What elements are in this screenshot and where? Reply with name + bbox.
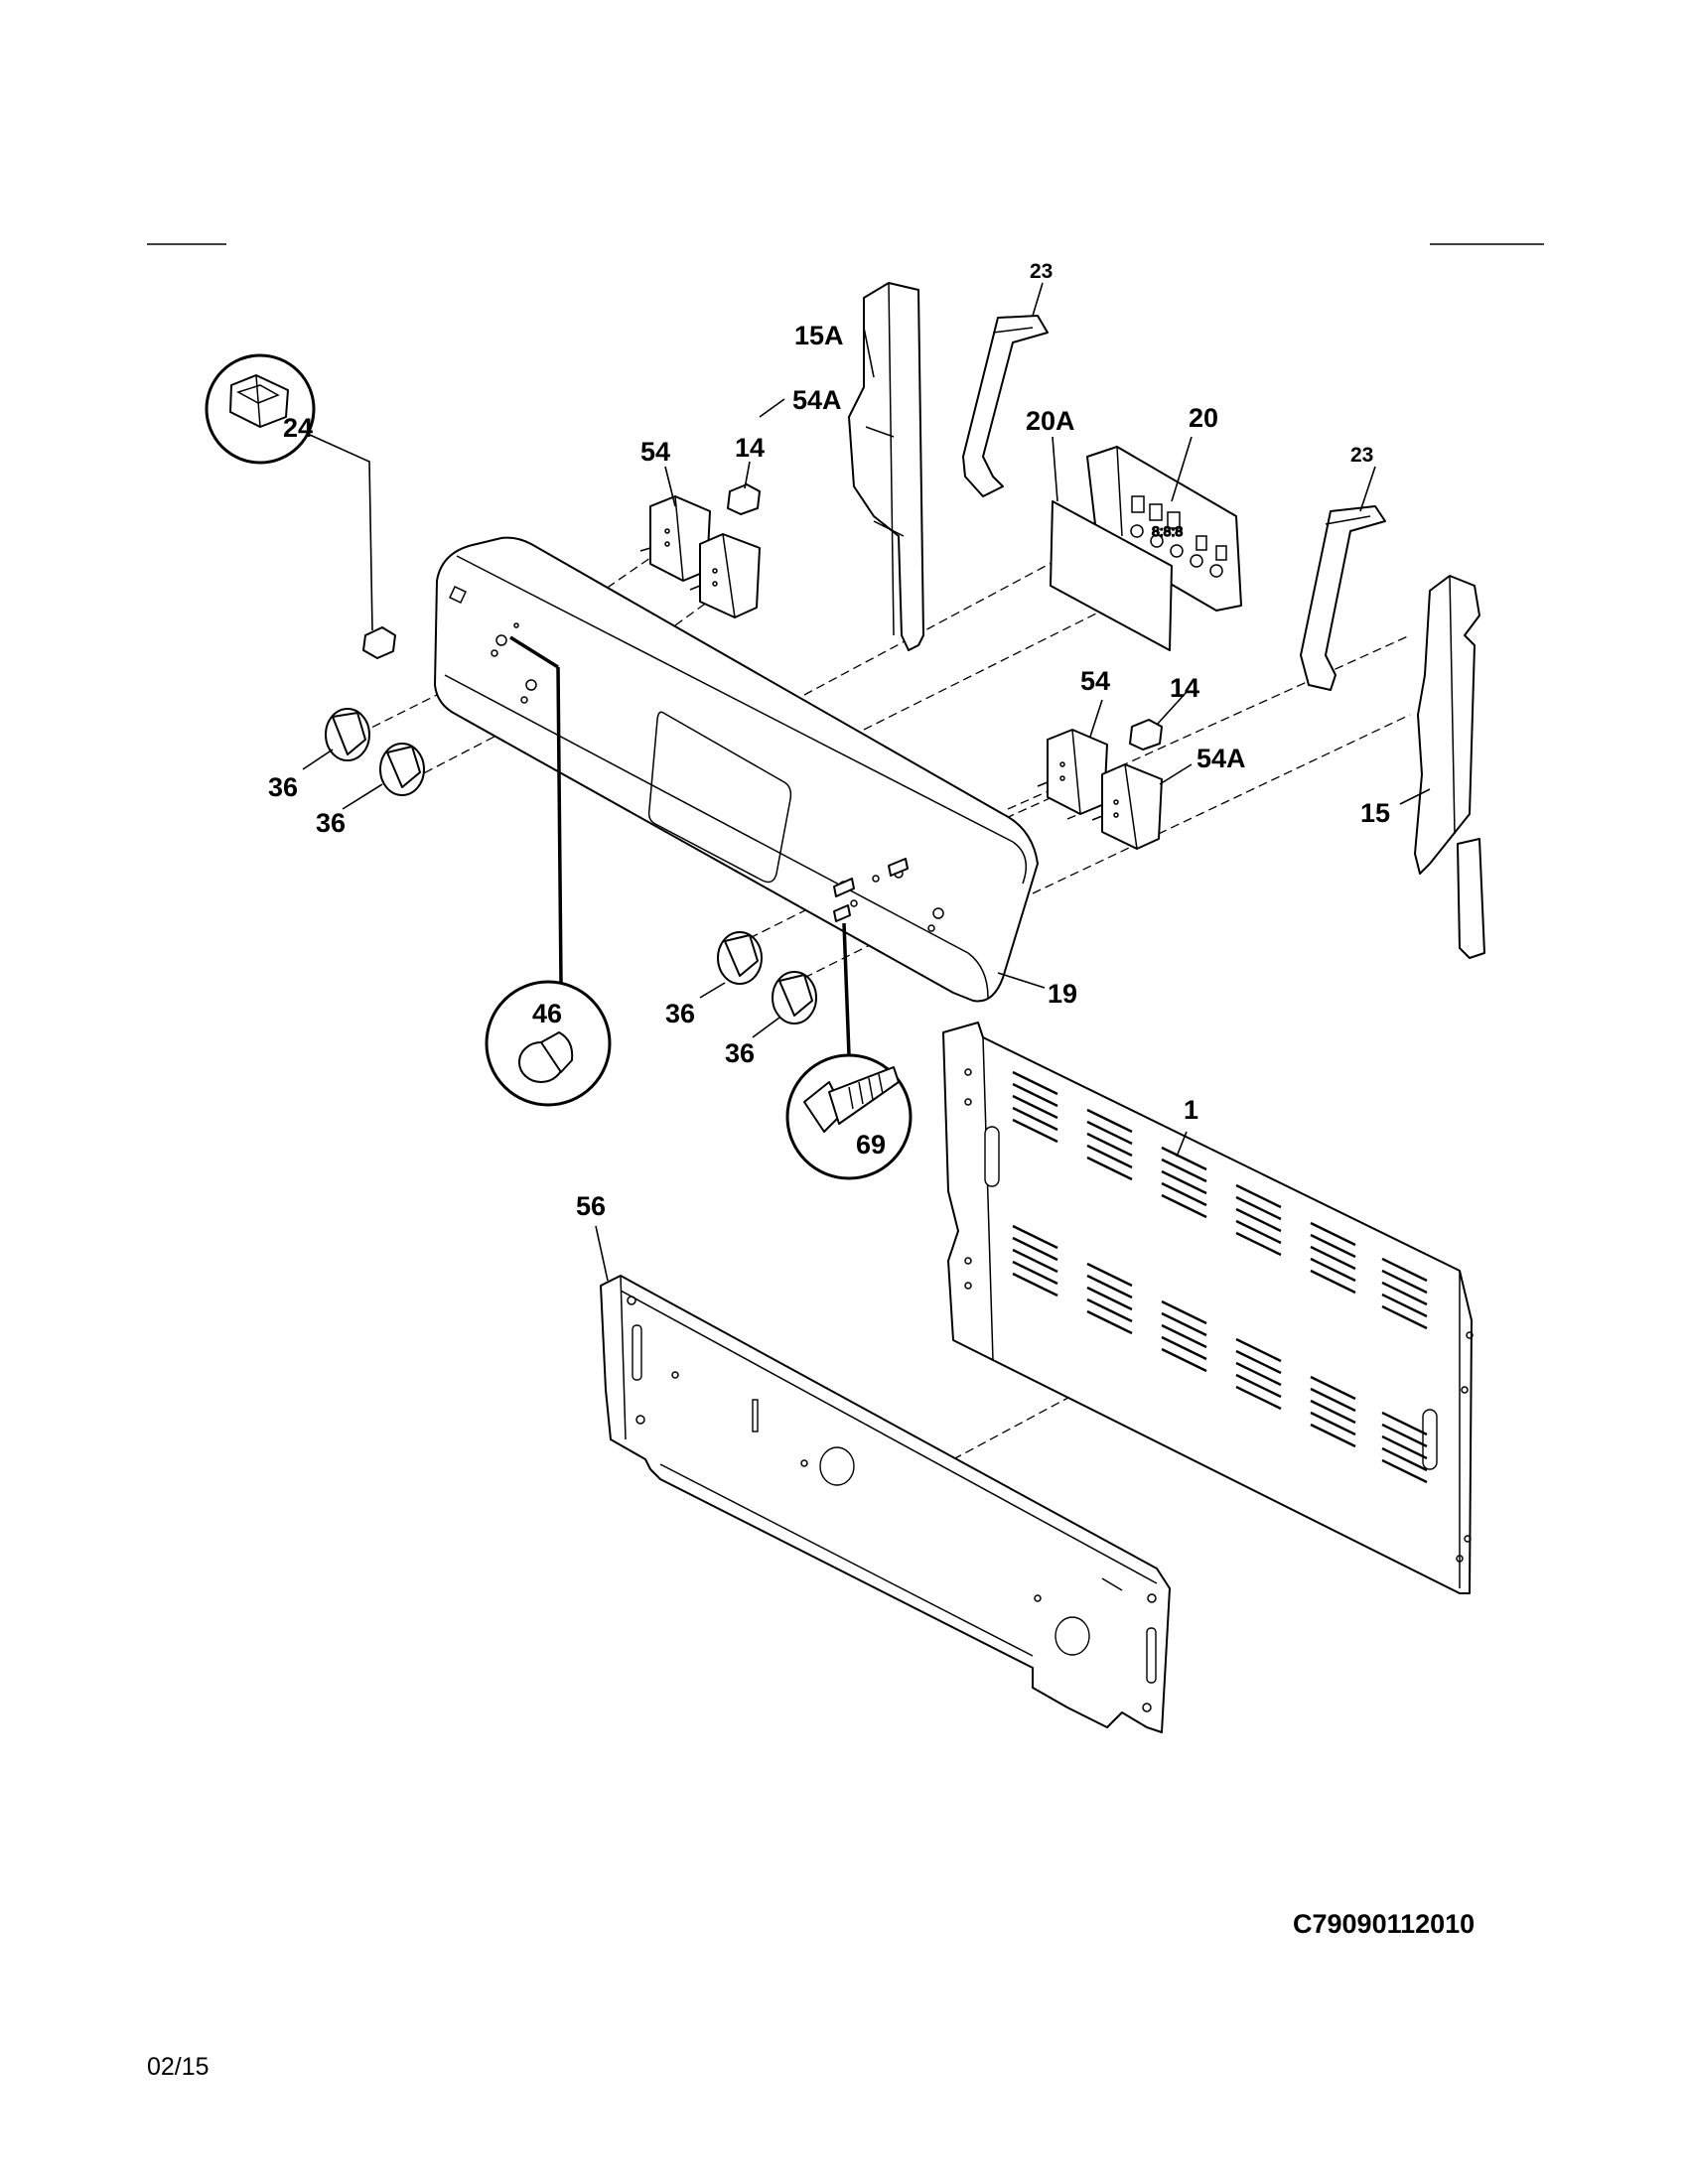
knob-36-a	[325, 708, 370, 761]
callout-23-right: 23	[1350, 444, 1373, 467]
knob-36-b	[379, 743, 425, 796]
callout-56: 56	[576, 1191, 606, 1221]
rocker-switch-24	[362, 626, 396, 659]
infinite-switch-54a-upper	[689, 533, 761, 618]
detail-circle-46	[485, 635, 612, 1107]
callout-20a: 20A	[1026, 406, 1075, 436]
callout-14-upper: 14	[735, 433, 765, 463]
callout-14-right: 14	[1170, 673, 1199, 703]
leader-lines	[302, 282, 1431, 1282]
end-bracket-15a	[848, 282, 924, 651]
control-panel-19	[434, 536, 1039, 1003]
indicator-light-14-upper	[727, 483, 761, 515]
callout-36-c: 36	[665, 999, 695, 1028]
callout-23-upper: 23	[1030, 260, 1053, 283]
callout-36-d: 36	[725, 1038, 755, 1068]
overlay-20a	[1050, 500, 1173, 651]
end-bracket-15	[1414, 575, 1485, 959]
callout-1: 1	[1184, 1095, 1198, 1125]
callout-54a-upper: 54A	[792, 385, 842, 415]
callout-54-right: 54	[1080, 666, 1110, 696]
detail-circle-24	[205, 353, 373, 631]
rear-panel-1	[942, 1022, 1474, 1594]
knob-36-c	[717, 931, 763, 985]
panel-screws	[833, 858, 909, 922]
callout-19: 19	[1048, 979, 1077, 1009]
knob-36-d	[772, 971, 817, 1024]
callout-15a: 15A	[794, 321, 844, 350]
infinite-switch-54-right	[1037, 729, 1108, 815]
callout-36-a: 36	[268, 772, 298, 802]
callout-69: 69	[856, 1130, 886, 1160]
callout-54-upper: 54	[640, 437, 670, 467]
detail-circle-69	[785, 922, 913, 1180]
callout-36-b: 36	[316, 808, 346, 838]
wire-clip-23-right	[1300, 505, 1386, 691]
callout-15: 15	[1360, 798, 1390, 828]
callout-46: 46	[532, 999, 562, 1028]
lower-cover-56	[600, 1275, 1171, 1733]
indicator-light-14-right	[1129, 719, 1163, 751]
callout-24: 24	[283, 413, 313, 443]
drawing-code: C79090112010	[1293, 1909, 1475, 1939]
svg-text:8:8:8: 8:8:8	[1152, 523, 1183, 539]
callout-54a-right: 54A	[1196, 744, 1246, 773]
revision-date: 02/15	[147, 2053, 210, 2081]
infinite-switch-54-upper	[639, 495, 711, 582]
wire-clip-23-upper	[962, 315, 1049, 497]
callout-20: 20	[1189, 403, 1218, 433]
infinite-switch-54a-right	[1091, 763, 1163, 850]
callout-labels: 23 15A 20A 20 23 54 14 54A 24 54 14 54A …	[268, 260, 1390, 1221]
